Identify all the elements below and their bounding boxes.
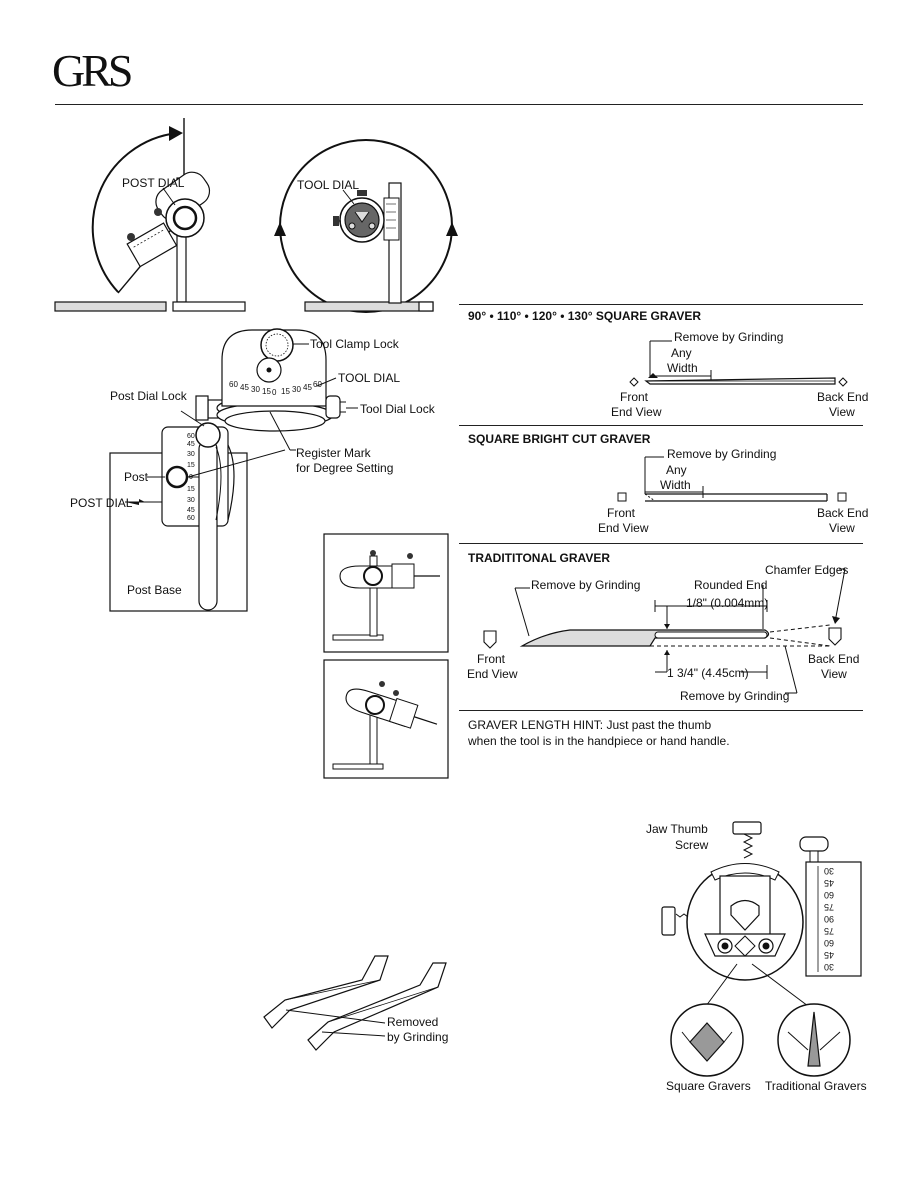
removed-label: Removed [387,1015,439,1029]
traditional-title: TRADITITONAL GRAVER [468,551,611,565]
chamfer-edges-label: Chamfer Edges [765,563,849,577]
post-scale-value: 45 [187,507,195,514]
hint-line-2: when the tool is in the handpiece or han… [468,734,730,748]
trad-remove-left-label: Remove by Grinding [531,578,641,592]
bright-cut-title: SQUARE BRIGHT CUT GRAVER [468,432,651,446]
jaw-scale-value: 60 [824,938,835,948]
tool-clamp-lock-label: Tool Clamp Lock [310,337,399,351]
post-scale-value: 60 [187,515,195,522]
traditional-gravers-label: Traditional Gravers [765,1079,867,1093]
post-scale-value: 15 [187,462,195,469]
register-mark-label: Register Mark [296,446,371,460]
section-rule [459,425,863,426]
tool-scale-value: 0 [272,388,277,397]
post-base-label: Post Base [127,583,182,597]
post-dial-lock-label: Post Dial Lock [110,389,187,403]
bright-front-label: Front [607,506,636,520]
post-scale-value: 0 [189,474,193,481]
header-rule [55,104,863,105]
tool-scale-value: 15 [281,387,290,396]
section-rule [459,710,863,711]
trad-remove-bottom-label: Remove by Grinding [680,689,790,703]
square-front-label-2: End View [611,405,662,419]
bright-remove-label: Remove by Grinding [667,447,777,461]
square-width-label: Width [667,361,698,375]
jaw-scale-value: 60 [824,890,835,900]
bright-any-label: Any [666,463,687,477]
tool-scale-value: 45 [240,383,249,392]
section-rule [459,304,863,305]
trad-back-label: Back End [808,652,860,666]
trad-front-label-2: End View [467,667,518,681]
jaw-thumb-label: Jaw Thumb [646,822,708,836]
bright-back-label: Back End [817,506,869,520]
jaw-scale-value: 30 [824,962,835,972]
register-mark-label-2: for Degree Setting [296,461,394,475]
bright-width-label: Width [660,478,691,492]
post-dial-label-2: POST DIAL [70,496,133,510]
jaw-scale-value: 30 [824,866,835,876]
tool-scale-value: 60 [229,380,238,389]
post-scale-value: 30 [187,451,195,458]
square-front-label: Front [620,390,649,404]
tool-scale-value: 30 [292,385,301,394]
tool-scale-value: 30 [251,385,260,394]
grs-logo: GRS [52,45,134,96]
jaw-thumb-label-2: Screw [675,838,709,852]
rounded-end-label: Rounded End [694,578,768,592]
post-dial-label: POST DIAL [122,176,185,190]
tool-dial-lock-label: Tool Dial Lock [360,402,435,416]
eighth-inch-label: 1/8" (0.004mm) [686,596,769,610]
post-scale-value: 45 [187,441,195,448]
square-graver-title: 90° • 110° • 120° • 130° SQUARE GRAVER [468,309,702,323]
length-label: 1 3/4" (4.45cm) [667,666,749,680]
square-remove-label: Remove by Grinding [674,330,784,344]
square-gravers-label: Square Gravers [666,1079,751,1093]
tool-dial-label: TOOL DIAL [297,178,360,192]
square-back-label: Back End [817,390,869,404]
post-label: Post [124,470,149,484]
tool-scale-value: 45 [303,383,312,392]
jaw-scale-value: 45 [824,950,835,960]
jaw-scale-value: 90 [824,914,835,924]
bright-front-label-2: End View [598,521,649,535]
bright-back-label-2: View [829,521,855,535]
removed-label-2: by Grinding [387,1030,449,1044]
section-rule [459,543,863,544]
jaw-scale-value: 75 [824,902,835,912]
post-scale-value: 30 [187,497,195,504]
jaw-scale-value: 75 [824,926,835,936]
post-scale-value: 60 [187,433,195,440]
trad-back-label-2: View [821,667,847,681]
hint-line-1: GRAVER LENGTH HINT: Just past the thumb [468,718,712,732]
tool-scale-value: 15 [262,387,271,396]
jaw-scale-value: 45 [824,878,835,888]
tool-scale-value: 60 [313,380,322,389]
square-any-label: Any [671,346,692,360]
tool-dial-label: TOOL DIAL [338,371,401,385]
square-back-label-2: View [829,405,855,419]
trad-front-label: Front [477,652,506,666]
post-scale-value: 15 [187,486,195,493]
